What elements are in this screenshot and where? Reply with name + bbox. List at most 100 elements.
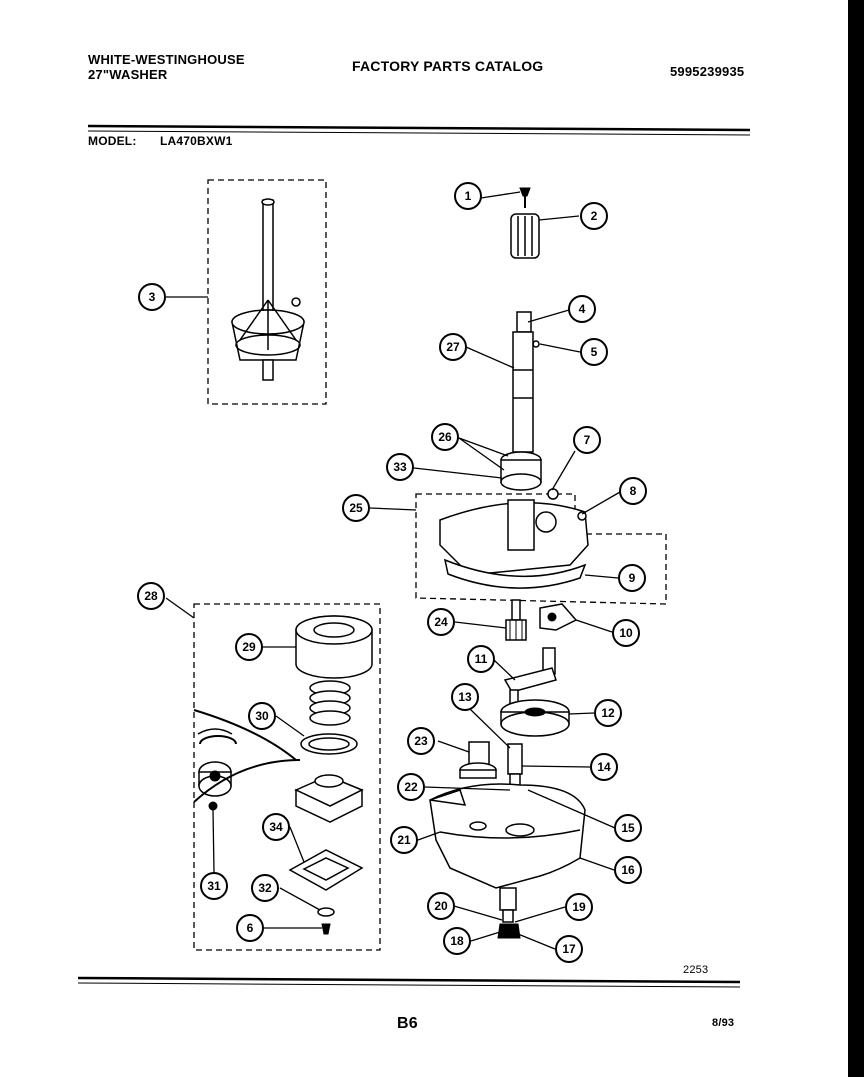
svg-text:19: 19 [572, 900, 586, 914]
gear-part-12 [500, 699, 570, 737]
callout-10: 10 [612, 619, 640, 647]
svg-text:16: 16 [621, 863, 635, 877]
callout-12: 12 [594, 699, 622, 727]
callout-22: 22 [397, 773, 425, 801]
header-rule-thin [87, 130, 751, 136]
model-number: LA470BXW1 [160, 134, 233, 148]
callout-18: 18 [443, 927, 471, 955]
svg-text:28: 28 [144, 589, 158, 603]
pinion-part-24 [505, 599, 527, 641]
callout-13: 13 [451, 683, 479, 711]
callout-14: 14 [590, 753, 618, 781]
model-label: MODEL: [88, 134, 137, 148]
callout-20: 20 [427, 892, 455, 920]
washer-part-32 [317, 907, 335, 917]
svg-text:3: 3 [149, 290, 156, 304]
svg-text:29: 29 [242, 640, 256, 654]
callout-7: 7 [573, 426, 601, 454]
svg-text:5: 5 [591, 345, 598, 359]
svg-text:20: 20 [434, 899, 448, 913]
bracket-line-2 [193, 759, 301, 803]
svg-text:30: 30 [255, 709, 269, 723]
coupling-part-2 [510, 213, 540, 259]
footer-rule [77, 976, 741, 984]
svg-text:2: 2 [591, 209, 598, 223]
svg-text:18: 18 [450, 934, 464, 948]
screw-part-6 [321, 923, 331, 935]
gasket-part-34 [288, 849, 364, 891]
bracket-line [193, 709, 297, 761]
svg-text:10: 10 [619, 626, 633, 640]
callout-28: 28 [137, 582, 165, 610]
callout-27: 27 [439, 333, 467, 361]
transmission-housing-part-16 [429, 783, 586, 889]
figure-number: 2253 [683, 964, 709, 976]
screw-part-1 [519, 187, 531, 208]
assembly-box-3 [207, 179, 327, 405]
callout-9: 9 [618, 564, 646, 592]
seal-part-29 [295, 615, 373, 679]
svg-text:4: 4 [579, 302, 586, 316]
callout-29: 29 [235, 633, 263, 661]
svg-text:11: 11 [475, 652, 488, 666]
callout-1: 1 [454, 182, 482, 210]
svg-text:32: 32 [258, 881, 272, 895]
callout-5: 5 [580, 338, 608, 366]
svg-text:33: 33 [393, 460, 407, 474]
catalog-number: 5995239935 [670, 64, 745, 79]
svg-text:23: 23 [414, 734, 428, 748]
callout-26: 26 [431, 423, 459, 451]
callout-4: 4 [568, 295, 596, 323]
crank-part-11 [503, 647, 557, 709]
catalog-title: FACTORY PARTS CATALOG [352, 58, 544, 74]
callout-34: 34 [262, 813, 290, 841]
callout-33: 33 [386, 453, 414, 481]
agitator-shaft-assembly [231, 198, 305, 381]
drive-shaft-part-27 [512, 311, 540, 453]
svg-text:34: 34 [269, 820, 283, 834]
callout-30: 30 [248, 702, 276, 730]
svg-text:26: 26 [438, 430, 452, 444]
svg-text:14: 14 [597, 760, 611, 774]
svg-text:31: 31 [207, 879, 221, 893]
callout-31: 31 [200, 872, 228, 900]
svg-text:6: 6 [247, 921, 254, 935]
callout-25: 25 [342, 494, 370, 522]
svg-text:7: 7 [584, 433, 591, 447]
callout-32: 32 [251, 874, 279, 902]
ring-part-30 [300, 733, 358, 755]
svg-text:1: 1 [465, 189, 472, 203]
callout-21: 21 [390, 826, 418, 854]
callout-24: 24 [427, 608, 455, 636]
assembly-box-25 [415, 493, 667, 605]
header-rule [87, 124, 751, 132]
svg-text:8: 8 [630, 484, 637, 498]
transmission-cover [439, 488, 589, 589]
callout-2: 2 [580, 202, 608, 230]
callout-17: 17 [555, 935, 583, 963]
page-date: 8/93 [712, 1017, 735, 1029]
svg-text:17: 17 [562, 942, 576, 956]
product-type: 27"WASHER [88, 67, 168, 82]
callout-6: 6 [236, 914, 264, 942]
svg-text:24: 24 [434, 615, 448, 629]
svg-text:27: 27 [446, 340, 460, 354]
page-code: B6 [397, 1015, 418, 1032]
callout-8: 8 [619, 477, 647, 505]
pinion-gear-part-23 [459, 741, 497, 779]
svg-text:15: 15 [621, 821, 635, 835]
callout-16: 16 [614, 856, 642, 884]
callout-23: 23 [407, 727, 435, 755]
callout-15: 15 [614, 814, 642, 842]
svg-text:25: 25 [349, 501, 363, 515]
spring-seal [309, 680, 351, 726]
snap-ring [197, 728, 237, 745]
nut-part-17 [497, 923, 521, 939]
svg-text:12: 12 [601, 706, 615, 720]
svg-text:13: 13 [458, 690, 472, 704]
callout-11: 11 [467, 645, 495, 673]
callout-3: 3 [138, 283, 166, 311]
